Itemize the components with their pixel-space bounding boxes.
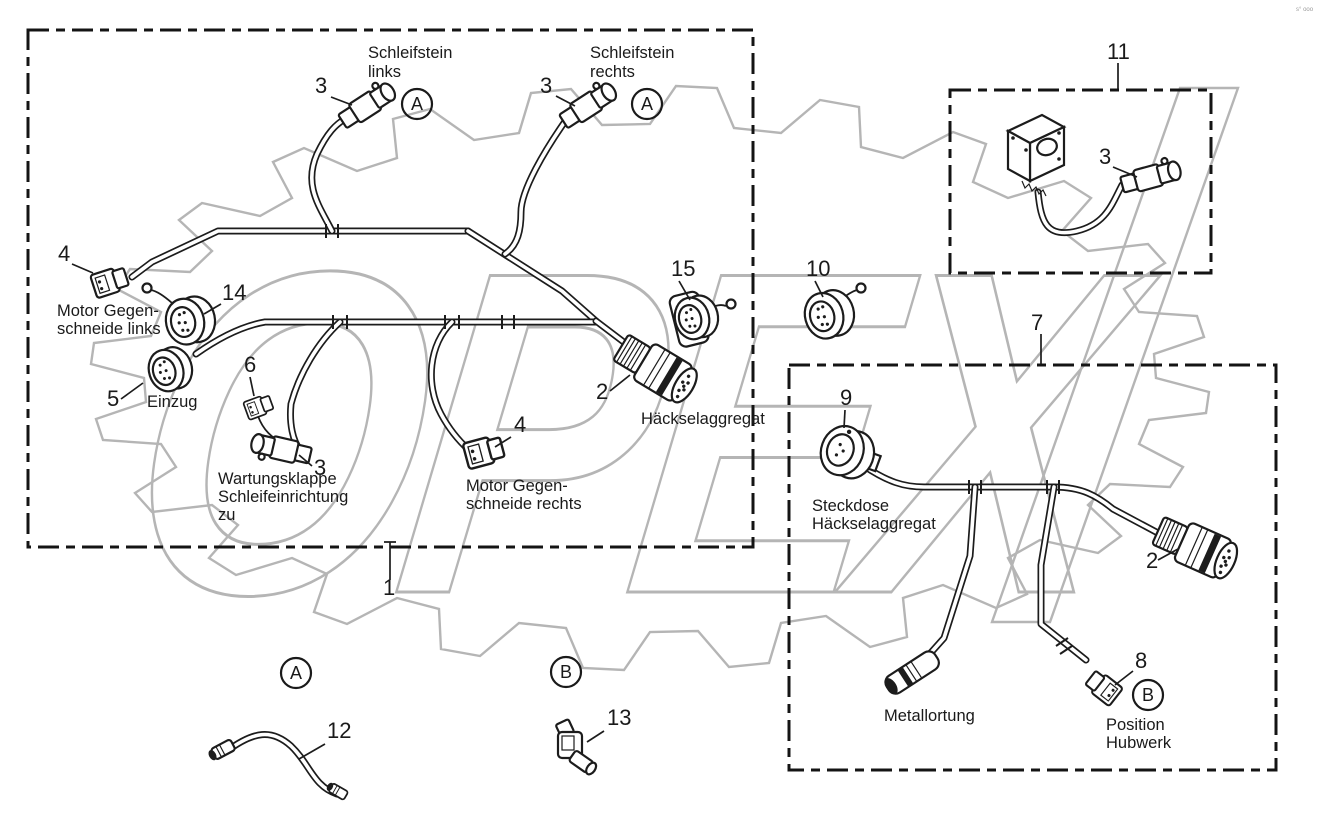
lanyard-ring-15-icon — [725, 298, 737, 310]
ref-letter-b-bottom: B — [560, 662, 572, 682]
label-motor-links-2: schneide links — [57, 320, 161, 338]
part-number-15: 15 — [671, 256, 695, 281]
part-number-7: 7 — [1031, 310, 1043, 335]
label-haeckselaggregat: Häckselaggregat — [641, 410, 765, 428]
label-motor-rechts-1: Motor Gegen- — [466, 477, 568, 495]
part-number-4-rechts: 4 — [514, 412, 526, 437]
watermark: OPEX s° ooo — [89, 7, 1314, 691]
part-numbers: 1 2 2 3 3 3 3 4 4 5 6 7 8 9 10 11 12 13 … — [58, 39, 1158, 743]
part-number-3-sensor: 3 — [1099, 144, 1111, 169]
label-motor-links-1: Motor Gegen- — [57, 302, 159, 320]
connector-13-icon — [554, 717, 600, 778]
part-number-3-wartung: 3 — [314, 455, 326, 480]
part-number-2-main: 2 — [596, 379, 608, 404]
watermark-text: OPEX — [104, 176, 1175, 690]
label-metallortung: Metallortung — [884, 707, 975, 725]
label-wartungsklappe-2: Schleifeinrichtung — [218, 488, 348, 506]
label-steckdose-2: Häckselaggregat — [812, 515, 936, 533]
slash-outline — [990, 86, 1240, 624]
part-number-11: 11 — [1107, 39, 1130, 64]
part-number-1: 1 — [383, 575, 395, 600]
label-schleifstein-rechts-2: rechts — [590, 63, 635, 81]
lanyard-ring-14-icon — [141, 282, 153, 294]
label-schleifstein-links-2: links — [368, 63, 401, 81]
part-number-3-rechts: 3 — [540, 73, 552, 98]
label-schleifstein-rechts-1: Schleifstein — [590, 44, 674, 62]
label-motor-rechts-2: schneide rechts — [466, 495, 582, 513]
part-number-5: 5 — [107, 386, 119, 411]
connector-8-icon — [1082, 667, 1125, 708]
gear-outline — [89, 84, 1211, 672]
ref-letter-a-bottom: A — [290, 663, 302, 683]
part-number-9: 9 — [840, 385, 852, 410]
connector-3-schleifstein-rechts-icon — [554, 75, 621, 132]
part-number-3-links: 3 — [315, 73, 327, 98]
box-rear-harness — [787, 363, 1278, 772]
ref-letter-a-rechts: A — [641, 94, 653, 114]
label-steckdose-1: Steckdose — [812, 497, 889, 515]
part-number-2-rear: 2 — [1146, 548, 1158, 573]
part-number-13: 13 — [607, 705, 631, 730]
part-number-6: 6 — [244, 352, 256, 377]
ref-letter-b-rear: B — [1142, 685, 1154, 705]
part-number-8: 8 — [1135, 648, 1147, 673]
connectors — [88, 75, 1244, 802]
label-einzug: Einzug — [147, 393, 197, 411]
part-number-12: 12 — [327, 718, 351, 743]
box-sensor-assembly — [948, 88, 1213, 275]
label-wartungsklappe-3: zu — [218, 506, 235, 524]
harness-tubes — [128, 115, 1162, 798]
part-number-14: 14 — [222, 280, 246, 305]
lanyard-ring-10-icon — [855, 282, 867, 294]
connector-3-sensor-icon — [1117, 153, 1185, 197]
component-labels: Schleifstein links Schleifstein rechts M… — [57, 44, 1172, 752]
part-number-10: 10 — [806, 256, 830, 281]
watermark-tiny-mark: s° ooo — [1296, 7, 1314, 13]
connector-2-rear-icon — [1148, 510, 1244, 585]
leader-lines — [71, 63, 1179, 760]
label-wartungsklappe-1: Wartungsklappe — [218, 470, 337, 488]
cable-12-end-left-icon — [205, 737, 237, 764]
reference-letters: A A A B B — [279, 87, 1165, 712]
ref-letter-a-links: A — [411, 94, 423, 114]
connector-3-schleifstein-links-icon — [333, 75, 400, 132]
part-number-4-links: 4 — [58, 241, 70, 266]
label-schleifstein-links-1: Schleifstein — [368, 44, 452, 62]
label-position-hubwerk-1: Position — [1106, 716, 1165, 734]
sensor-block-11-icon — [1005, 113, 1067, 197]
junction-ticks — [325, 224, 1073, 655]
label-position-hubwerk-2: Hubwerk — [1106, 734, 1172, 752]
